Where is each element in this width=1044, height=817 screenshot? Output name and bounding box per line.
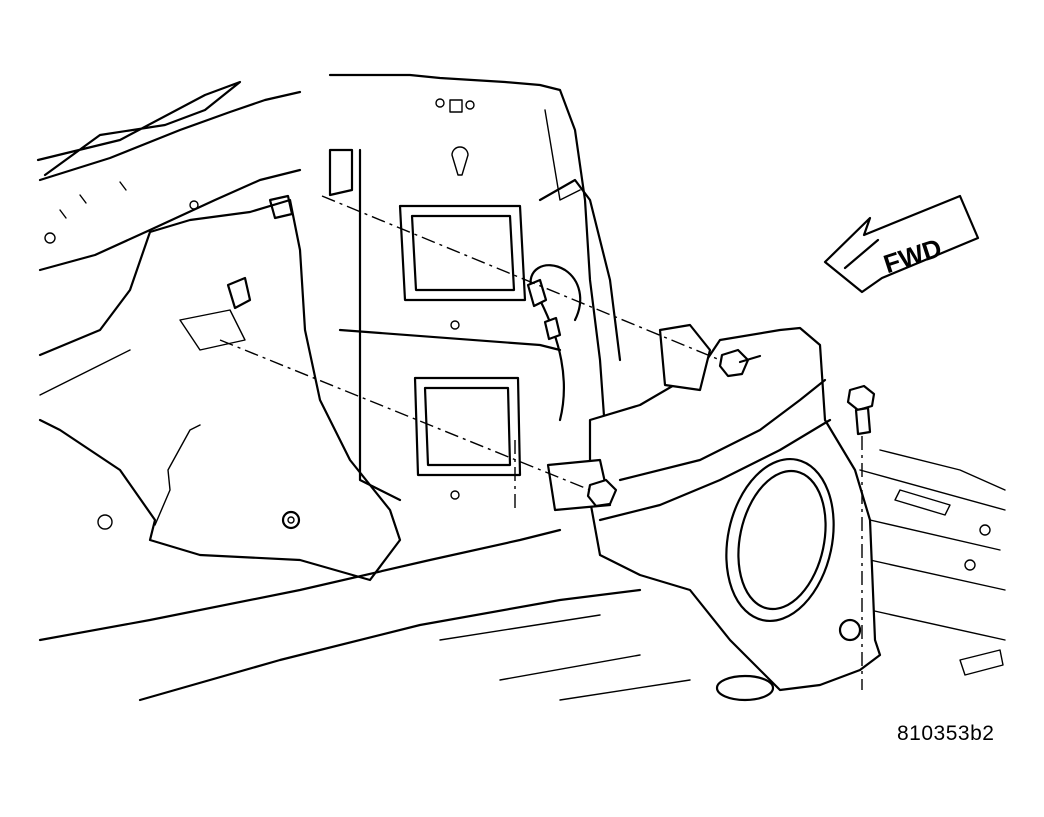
- installation-guide-lines: [219, 195, 863, 690]
- trunk-floor: [38, 449, 1006, 702]
- center-body-panel: [328, 73, 622, 502]
- fwd-arrow-icon: FWD: [823, 194, 980, 294]
- bolt-lower: [586, 478, 618, 508]
- left-quarter-panel: [36, 80, 302, 272]
- bolt-vertical: [846, 384, 876, 436]
- bolt-upper: [718, 348, 762, 378]
- subwoofer-enclosure: [546, 323, 882, 692]
- figure-id: 810353b2: [897, 722, 995, 745]
- left-trim-panel: [38, 194, 402, 582]
- wiring-harness: [526, 264, 582, 422]
